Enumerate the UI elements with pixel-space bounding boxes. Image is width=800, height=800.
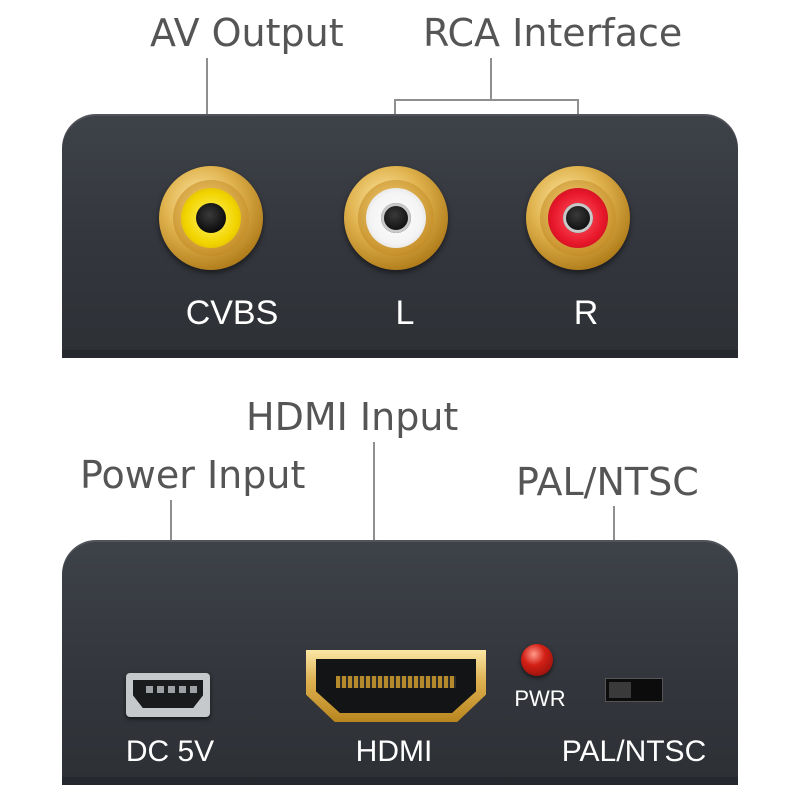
hdmi-input-callout: HDMI Input: [246, 395, 459, 439]
pal-ntsc-callout: PAL/NTSC: [516, 460, 699, 504]
cvbs-label: CVBS: [185, 294, 279, 332]
audio-right-label: R: [573, 294, 599, 332]
power-led: [521, 644, 553, 676]
pal-ntsc-label: PAL/NTSC: [561, 735, 707, 768]
audio-left-rca-jack: [344, 166, 448, 270]
cvbs-rca-jack: [159, 166, 263, 270]
hdmi-label: HDMI: [355, 735, 433, 768]
pal-ntsc-switch[interactable]: [605, 678, 663, 702]
rca-interface-leader-stem: [490, 58, 492, 100]
hdmi-contacts: [336, 676, 456, 688]
audio-left-label: L: [395, 294, 415, 332]
hdmi-input-port: [306, 650, 486, 722]
cvbs-hole: [196, 203, 226, 233]
rca-interface-callout: RCA Interface: [423, 11, 683, 55]
rca-interface-leader-bar: [394, 99, 579, 101]
audio-right-rca-jack: [526, 166, 630, 270]
pwr-label: PWR: [514, 686, 566, 711]
pal-ntsc-switch-knob[interactable]: [609, 682, 631, 698]
av-output-callout: AV Output: [150, 11, 344, 55]
audio-right-hole: [563, 203, 593, 233]
audio-left-hole: [381, 203, 411, 233]
dc-5v-label: DC 5V: [125, 735, 215, 768]
dc-5v-power-port: [126, 673, 210, 717]
power-input-callout: Power Input: [80, 453, 306, 497]
